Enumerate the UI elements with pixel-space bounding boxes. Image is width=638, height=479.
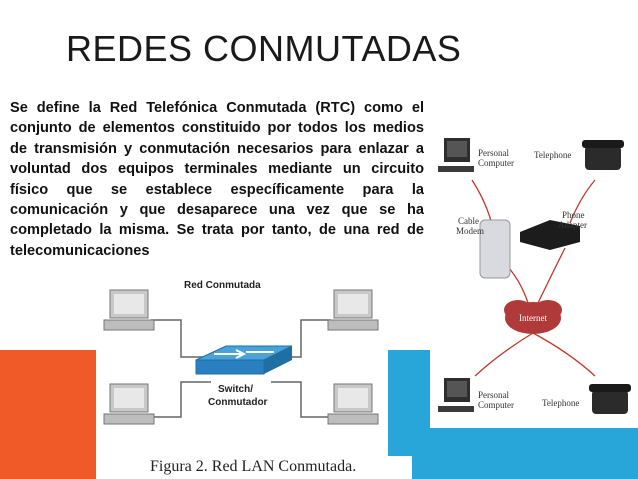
switch-label-line1: Switch/ (218, 384, 253, 395)
top-computer-label-1: Personal (478, 148, 509, 158)
internet-telephony-figure: Personal Computer Telephone Cable Modem … (430, 128, 638, 428)
switch-icon (195, 345, 293, 375)
internet-cloud-icon (504, 300, 562, 334)
orange-accent-block (0, 350, 100, 479)
slide-title: REDES CONMUTADAS (66, 28, 462, 69)
lan-figure-heading: Red Conmutada (184, 280, 261, 291)
computer-icon (103, 289, 155, 331)
body-paragraph: Se define la Red Telefónica Conmutada (R… (10, 100, 424, 259)
lan-figure-caption: Figura 2. Red LAN Conmutada. (148, 456, 412, 479)
lan-network-figure: Red Conmutada Switch/ Conmutador (96, 272, 388, 479)
computer-icon (327, 289, 379, 331)
cable-modem-label-2: Modem (456, 226, 484, 236)
bottom-computer-label-1: Personal (478, 390, 509, 400)
computer-icon (103, 383, 155, 425)
switch-label-line2: Conmutador (208, 397, 268, 408)
phone-adapter-label-1: Phone (562, 210, 585, 220)
bottom-telephone-label: Telephone (542, 398, 579, 408)
computer-icon (327, 383, 379, 425)
top-computer-label-2: Computer (478, 158, 514, 168)
computer-icon (438, 138, 474, 172)
bottom-computer-label-2: Computer (478, 400, 514, 410)
cable-modem-label-1: Cable (458, 216, 479, 226)
internet-label: Internet (519, 313, 547, 323)
phone-adapter-icon (520, 220, 580, 250)
top-telephone-label: Telephone (534, 150, 571, 160)
telephone-icon (589, 384, 631, 414)
computer-icon (438, 378, 474, 412)
cable-modem-icon (479, 219, 511, 279)
telephone-icon (582, 140, 624, 170)
phone-adapter-label-2: Adapter (558, 220, 587, 230)
